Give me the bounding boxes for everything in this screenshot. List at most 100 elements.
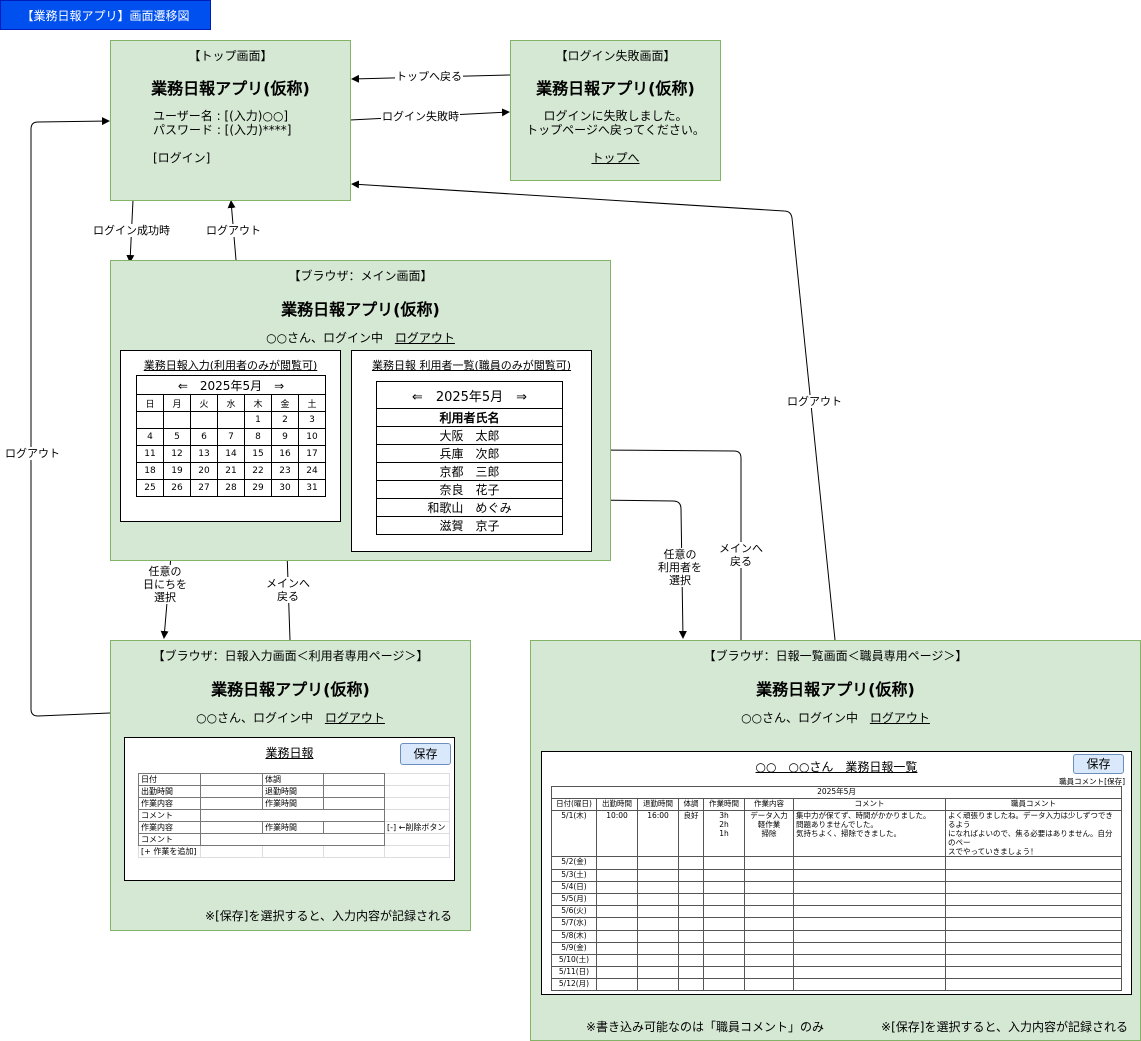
edge-label-back-main: メインへ 戻る bbox=[265, 577, 311, 603]
report-cell bbox=[793, 941, 946, 955]
form-label: 作業時間 bbox=[262, 821, 324, 834]
calendar-day: 12 bbox=[163, 445, 191, 463]
edge-label-logout: ログアウト bbox=[205, 224, 262, 237]
report-date-cell: 5/8(木) bbox=[551, 929, 597, 943]
form-cell bbox=[384, 773, 450, 786]
form-label: 退勤時間 bbox=[262, 785, 324, 798]
logout-link: ログアウト bbox=[394, 331, 455, 345]
report-cell bbox=[596, 929, 638, 943]
report-cell bbox=[945, 868, 1122, 882]
user-list-item: 奈良 花子 bbox=[376, 480, 563, 499]
calendar-day: 1 bbox=[244, 411, 272, 429]
report-cell-line: 3h bbox=[719, 811, 729, 821]
diagram-title: 【業務日報アプリ】画面遷移図 bbox=[0, 0, 211, 30]
form-cell bbox=[200, 809, 385, 822]
report-cell bbox=[793, 978, 946, 992]
login-status: ○○さん、ログイン中 bbox=[266, 331, 384, 345]
report-header-cell: 出勤時間 bbox=[596, 798, 638, 812]
report-cell bbox=[703, 880, 745, 894]
calendar-day: 20 bbox=[190, 462, 218, 480]
report-cell bbox=[703, 868, 745, 882]
login-button: [ログイン] bbox=[153, 151, 211, 165]
report-cell bbox=[596, 941, 638, 955]
report-cell bbox=[637, 868, 679, 882]
report-cell bbox=[945, 856, 1122, 870]
report-header-cell: 体調 bbox=[678, 798, 704, 812]
user-list-header: 利用者氏名 bbox=[376, 408, 563, 427]
report-cell bbox=[596, 880, 638, 894]
report-cell-line: 気持ちよく、掃除できました。 bbox=[796, 829, 901, 839]
report-cell-line: 集中力が保てず、時間がかかりました。 bbox=[796, 811, 931, 821]
calendar-day: 29 bbox=[244, 479, 272, 497]
main-screen-node: 【ブラウザ：メイン画面】 業務日報アプリ(仮称) ○○さん、ログイン中 ログアウ… bbox=[110, 260, 611, 561]
calendar-day: 17 bbox=[298, 445, 326, 463]
calendar-weekday: 土 bbox=[298, 394, 326, 412]
report-cell bbox=[945, 880, 1122, 894]
calendar-day: 27 bbox=[190, 479, 218, 497]
app-name: 業務日報アプリ(仮称) bbox=[211, 680, 370, 699]
report-cell bbox=[596, 917, 638, 931]
form-cell bbox=[323, 821, 385, 834]
staff-comment-cell: よく頑張りましたね。データ入力は少しずつできるようになればよいので、焦る必要はあ… bbox=[945, 810, 1122, 858]
calendar-weekday: 火 bbox=[190, 394, 218, 412]
report-cell bbox=[596, 966, 638, 980]
form-label: 出勤時間 bbox=[138, 785, 201, 798]
report-cell bbox=[744, 941, 794, 955]
form-cell bbox=[200, 845, 263, 858]
entry-note: ※[保存]を選択すると、入力内容が記録される bbox=[205, 909, 452, 923]
report-cell bbox=[637, 917, 679, 931]
report-cell bbox=[703, 892, 745, 907]
report-cell bbox=[945, 929, 1122, 943]
report-header-cell: コメント bbox=[793, 798, 946, 812]
report-cell bbox=[703, 929, 745, 943]
report-cell bbox=[945, 966, 1122, 980]
month-nav: ⇐ 2025年5月 ⇒ bbox=[376, 381, 563, 409]
list-screen-title: 【ブラウザ：日報一覧画面＜職員専用ページ＞】 bbox=[703, 649, 968, 663]
edge-label-line: 戻る bbox=[277, 590, 299, 603]
fail-message-1: ログインに失敗しました。 bbox=[543, 109, 688, 123]
user-list-item: 滋賀 京子 bbox=[376, 516, 563, 535]
report-cell-line: 問題ありませんでした。 bbox=[796, 820, 878, 830]
form-cell bbox=[384, 833, 450, 846]
report-cell bbox=[596, 892, 638, 907]
report-cell-line: よく頑張りましたね。データ入力は少しずつできるよう bbox=[948, 811, 1113, 830]
report-cell bbox=[744, 917, 794, 931]
report-cell-line: 2h bbox=[719, 820, 729, 830]
input-section-title: 業務日報入力(利用者のみが閲覧可) bbox=[143, 359, 318, 372]
list-note-2: ※[保存]を選択すると、入力内容が記録される bbox=[881, 1020, 1128, 1034]
form-label: コメント bbox=[138, 833, 201, 846]
entry-form-table: 日付体調 出勤時間退勤時間 作業内容作業時間 コメント 作業内容作業時間[-] … bbox=[138, 773, 450, 858]
login-status: ○○さん、ログイン中 bbox=[196, 711, 314, 725]
top-screen-node: 【トップ画面】 業務日報アプリ(仮称) ユーザー名 : [(入力)○○] パスワ… bbox=[110, 40, 351, 201]
calendar-day: 7 bbox=[217, 428, 245, 446]
report-cell bbox=[793, 880, 946, 894]
report-header-cell: 退勤時間 bbox=[637, 798, 679, 812]
login-fail-node: 【ログイン失敗画面】 業務日報アプリ(仮称) ログインに失敗しました。 トップペ… bbox=[510, 40, 721, 181]
edge-logout-left bbox=[30, 117, 111, 717]
report-cell bbox=[678, 868, 704, 882]
report-cell bbox=[596, 856, 638, 870]
form-label: 作業内容 bbox=[138, 821, 201, 834]
form-cell bbox=[384, 785, 450, 798]
form-cell bbox=[262, 845, 324, 858]
save-button: 保存 bbox=[1073, 754, 1124, 774]
report-row: 5/6(火) bbox=[551, 905, 1122, 919]
calendar-day: 3 bbox=[298, 411, 326, 429]
report-cell bbox=[703, 905, 745, 919]
main-screen-title: 【ブラウザ：メイン画面】 bbox=[288, 269, 433, 283]
login-status: ○○さん、ログイン中 bbox=[741, 711, 859, 725]
report-row: 5/9(金) bbox=[551, 941, 1122, 955]
report-row: 5/11(日) bbox=[551, 966, 1122, 980]
report-cell bbox=[945, 892, 1122, 907]
edge-label-logout-right: ログアウト bbox=[786, 395, 843, 408]
report-list: ○○ ○○さん 業務日報一覧 保存 職員コメント[保存] 2025年5月 日付(… bbox=[541, 751, 1132, 995]
list-note-1: ※書き込み可能なのは「職員コメント」のみ bbox=[586, 1020, 825, 1034]
report-cell bbox=[703, 966, 745, 980]
edge-label-line: メインへ bbox=[719, 542, 763, 555]
entry-screen-node: 【ブラウザ：日報入力画面＜利用者専用ページ＞】 業務日報アプリ(仮称) ○○さん… bbox=[110, 640, 471, 931]
report-cell bbox=[637, 892, 679, 907]
form-label: 日付 bbox=[138, 773, 201, 786]
